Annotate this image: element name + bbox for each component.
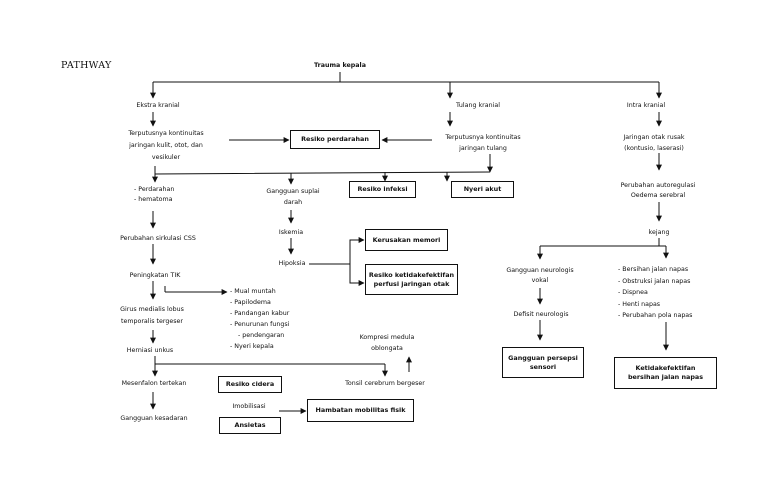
box-gangguan-persepsi-line1: Gangguan persepsi (508, 353, 578, 362)
node-gangguan-suplai-line2: darah (283, 199, 303, 206)
node-intra-kranial: Intra kranial (626, 102, 666, 109)
node-jaringan-otak-line1: Jaringan otak rusak (623, 134, 685, 141)
node-terputus-tulang-line2: jaringan tulang (459, 145, 507, 152)
box-hambatan-mobilitas: Hambatan mobilitas fisik (307, 399, 414, 422)
list-item: Henti napas (618, 299, 692, 311)
node-perubahan-css: Perubahan sirkulasi CSS (120, 235, 196, 242)
list-item: Bersihan jalan napas (618, 264, 692, 276)
list-gejala: Mual muntah Papilodema Pandangan kabur P… (230, 286, 289, 352)
list-item: pendengaran (230, 330, 289, 341)
node-herniasi: Herniasi unkus (126, 347, 174, 354)
node-imobilisasi: Imobilisasi (232, 403, 266, 410)
node-autoregulasi-line1: Perubahan autoregulasi (620, 182, 696, 189)
list-item: Obstruksi jalan napas (618, 276, 692, 288)
list-bersihan: Bersihan jalan napas Obstruksi jalan nap… (618, 264, 692, 322)
node-jaringan-otak-line2: (kontusio, laserasi) (624, 145, 684, 152)
node-gangguan-kesadaran: Gangguan kesadaran (120, 415, 188, 422)
node-autoregulasi-line2: Oedema serebral (630, 192, 686, 199)
node-terputus-tulang-line1: Terputusnya kontinuitas (445, 134, 521, 141)
node-gangguan-suplai-line1: Gangguan suplai (266, 188, 320, 195)
box-resiko-perfusi-line1: Resiko ketidakefektifan (368, 270, 455, 279)
box-resiko-perfusi: Resiko ketidakefektifan perfusi jaringan… (365, 264, 458, 295)
box-ketidakefektifan: Ketidakefektifan bersihan jalan napas (614, 357, 717, 389)
node-kompresi-line1: Kompresi medula (359, 334, 415, 341)
list-item: Nyeri kepala (230, 341, 289, 352)
node-mesenfalon: Mesenfalon tertekan (121, 380, 187, 387)
box-ketidakefektifan-line2: bersihan jalan napas (627, 373, 704, 381)
node-ekstra-kranial: Ekstra kranial (136, 102, 180, 109)
list-item: hematoma (134, 195, 174, 205)
node-trauma-kepala: Trauma kepala (314, 62, 366, 69)
node-girus-line1: Girus medialis lobus (120, 306, 184, 313)
node-gangguan-neurologis-line2: vokal (531, 277, 549, 284)
list-item: Dispnea (618, 287, 692, 299)
list-item: Mual muntah (230, 286, 289, 297)
page-title: PATHWAY (61, 60, 112, 71)
node-defisit-neurologis: Defisit neurologis (513, 311, 569, 318)
node-tulang-kranial: Tulang kranial (456, 102, 500, 109)
box-ansietas: Ansietas (219, 417, 281, 434)
box-gangguan-persepsi: Gangguan persepsi sensori (502, 347, 584, 378)
node-girus-line2: temporalis tergeser (121, 318, 183, 325)
node-iskemia: Iskemia (278, 229, 304, 236)
list-item-continuation: pendengaran (242, 332, 285, 339)
list-item: Papilodema (230, 297, 289, 308)
node-hipoksia: Hipoksia (278, 260, 306, 267)
box-nyeri-akut: Nyeri akut (451, 181, 514, 198)
node-gangguan-neurologis-line1: Gangguan neurologis (506, 267, 574, 274)
node-tonsil: Tonsil cerebrum bergeser (345, 380, 425, 387)
box-resiko-cidera: Resiko cidera (218, 376, 282, 393)
node-kejang: kejang (648, 229, 670, 236)
box-resiko-infeksi: Resiko infeksi (349, 181, 416, 198)
node-kompresi-line2: oblongata (371, 345, 403, 352)
list-item: Pandangan kabur (230, 308, 289, 319)
box-gangguan-persepsi-line2: sensori (529, 362, 557, 371)
list-item: Perdarahan (134, 185, 174, 195)
box-ketidakefektifan-line1: Ketidakefektifan (635, 364, 696, 372)
list-perdarahan: Perdarahan hematoma (134, 185, 174, 205)
node-terputus-kulit-line1: Terputusnya kontinuitas (128, 130, 204, 137)
box-resiko-perdarahan: Resiko perdarahan (290, 130, 380, 149)
box-kerusakan-memori: Kerusakan memori (365, 229, 448, 251)
list-item: Perubahan pola napas (618, 310, 692, 322)
list-item: Penurunan fungsi (230, 319, 289, 330)
node-terputus-kulit-line2: jaringan kulit, otot, dan (129, 142, 203, 149)
node-peningkatan-tik: Peningkatan TIK (129, 272, 181, 279)
node-terputus-kulit-line3: vesikuler (151, 154, 181, 161)
box-resiko-perfusi-line2: perfusi jaringan otak (373, 279, 450, 288)
